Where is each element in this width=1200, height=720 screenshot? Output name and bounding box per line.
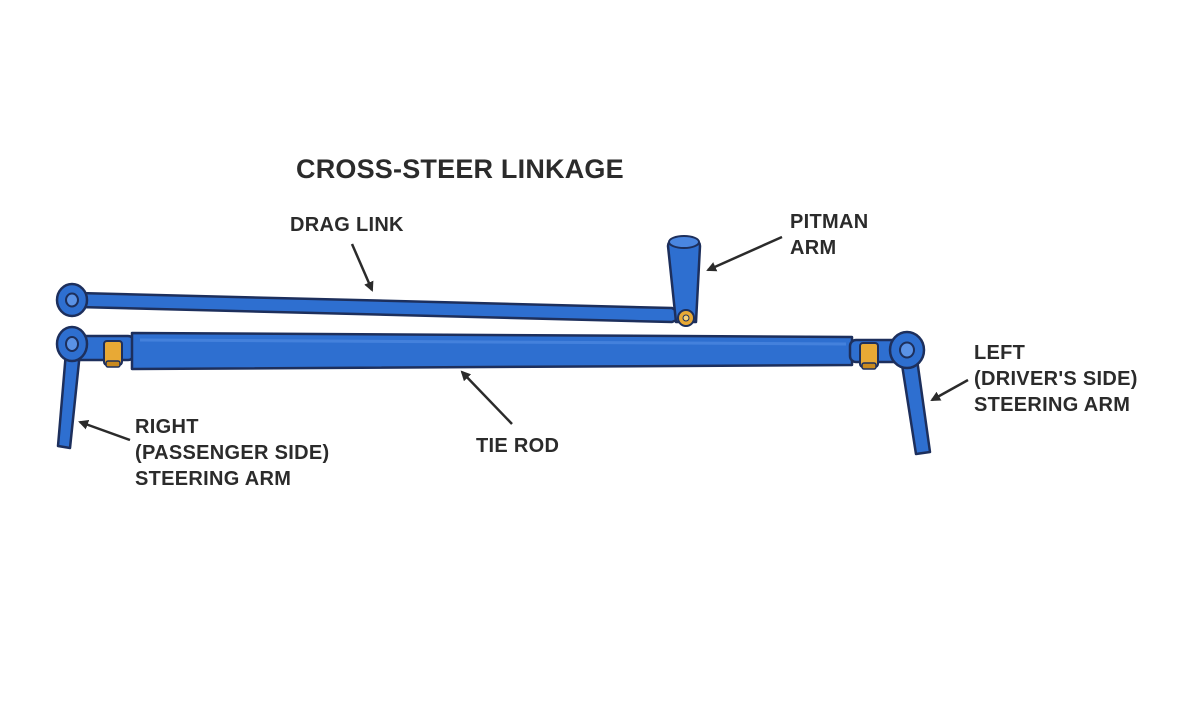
pitman-arm <box>666 235 702 327</box>
right-arm-label-line-2: (PASSENGER SIDE) <box>135 442 330 464</box>
tie-rod-label: TIE ROD <box>476 435 560 457</box>
tie-rod <box>55 325 926 371</box>
left-arm-label-line-3: STEERING ARM <box>974 394 1131 416</box>
pitman-arm-label-line-1: PITMAN <box>790 211 869 233</box>
tie-rod-clamp-right <box>103 340 123 368</box>
left-steering-arm-label: LEFT (DRIVER'S SIDE) STEERING ARM <box>974 340 1138 418</box>
pitman-arm-arrow <box>706 235 783 272</box>
tie-rod-clamp-left <box>859 342 879 370</box>
right-arm-label-line-3: STEERING ARM <box>135 468 292 490</box>
drag-link-arrow <box>350 243 374 292</box>
pitman-arm-label: PITMAN ARM <box>790 209 868 261</box>
tie-rod-arrow <box>460 370 513 425</box>
leader-arrows <box>78 235 969 442</box>
drag-link-label: DRAG LINK <box>290 214 404 236</box>
right-arm-arrow <box>78 420 131 442</box>
pitman-arm-label-line-2: ARM <box>790 237 837 259</box>
right-steering-arm-label: RIGHT (PASSENGER SIDE) STEERING ARM <box>135 414 329 492</box>
left-arm-label-line-1: LEFT <box>974 342 1026 364</box>
right-arm-label-line-1: RIGHT <box>135 416 199 438</box>
right-steering-arm <box>56 350 82 450</box>
left-arm-arrow <box>930 378 969 402</box>
diagram-title: CROSS-STEER LINKAGE <box>296 154 624 184</box>
left-arm-label-line-2: (DRIVER'S SIDE) <box>974 368 1138 390</box>
